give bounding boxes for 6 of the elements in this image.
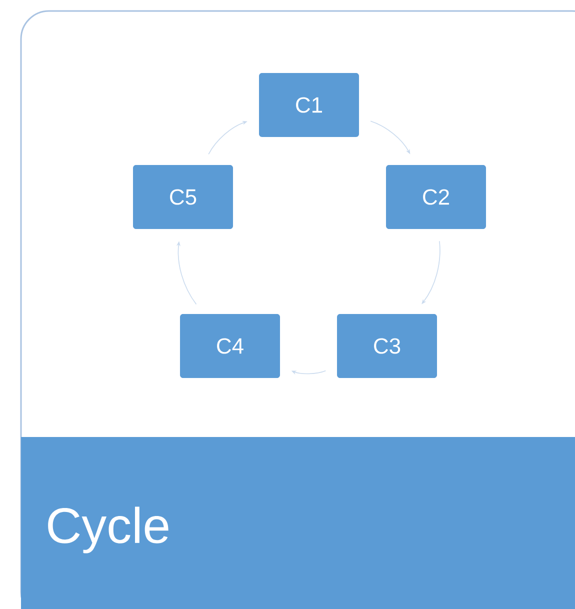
process-box: C1 [259,73,359,137]
process-box: C2 [386,165,486,229]
title-band: Cycle [21,437,575,609]
process-box: C5 [133,165,233,229]
process-box: C4 [180,314,280,378]
process-box: C3 [337,314,437,378]
